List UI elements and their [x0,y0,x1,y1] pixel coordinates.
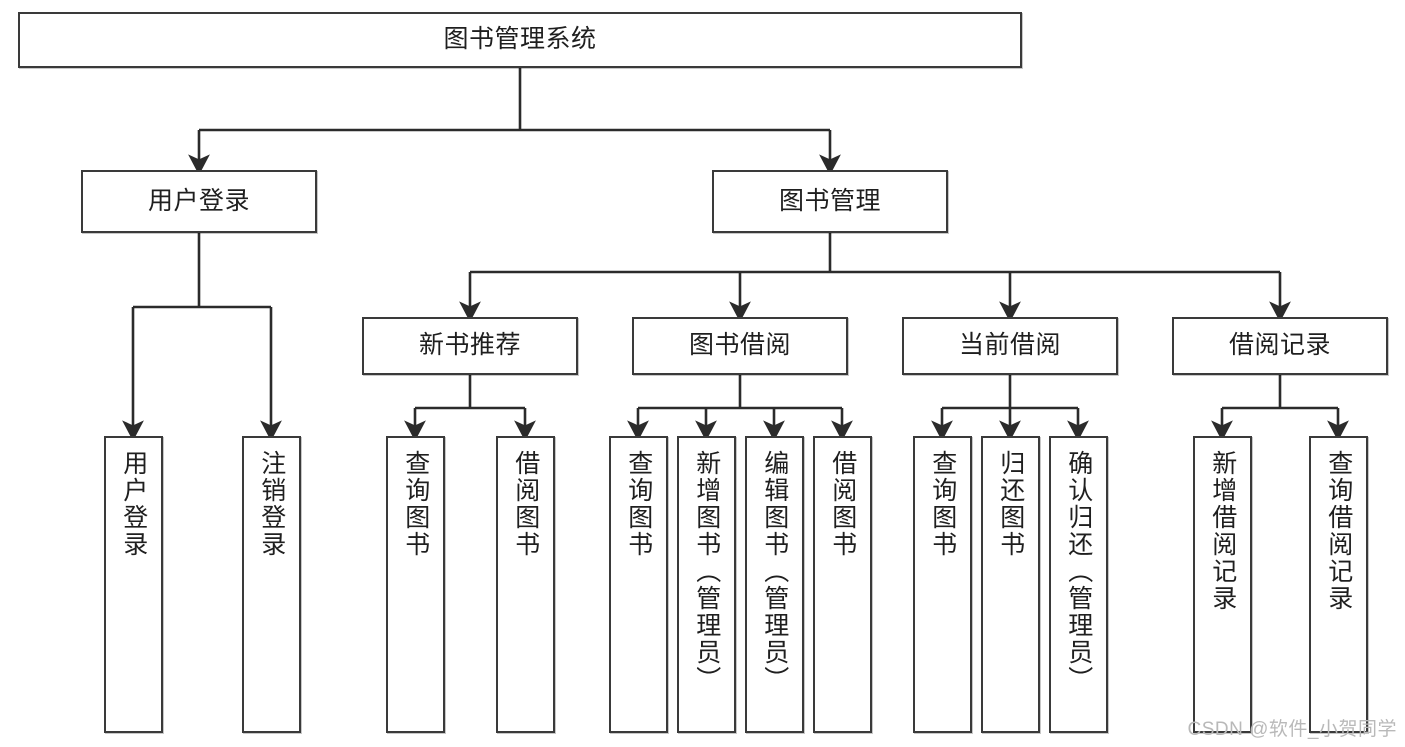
leaf-borrow-book-1-label: 借阅图书 [511,450,540,558]
leaf-add-record-label: 新增借阅记录 [1208,450,1237,612]
node-borrow-record[interactable]: 借阅记录 [1172,317,1388,375]
leaf-user-login[interactable]: 用户登录 [104,436,163,733]
leaf-logout-login[interactable]: 注销登录 [242,436,301,733]
leaf-add-book[interactable]: 新增图书（管理员） [677,436,736,733]
leaf-confirm-return-label: 确认归还（管理员） [1064,450,1093,693]
leaf-query-book-2-label: 查询图书 [624,450,653,558]
node-current-borrow-label: 当前借阅 [958,331,1061,360]
leaf-borrow-book-2[interactable]: 借阅图书 [813,436,872,733]
leaf-edit-book-label: 编辑图书（管理员） [760,450,789,693]
leaf-logout-login-label: 注销登录 [257,450,286,558]
leaf-confirm-return[interactable]: 确认归还（管理员） [1049,436,1108,733]
leaf-query-book-3[interactable]: 查询图书 [913,436,972,733]
leaf-add-book-label: 新增图书（管理员） [692,450,721,693]
leaf-query-book-3-label: 查询图书 [928,450,957,558]
leaf-borrow-book-1[interactable]: 借阅图书 [496,436,555,733]
leaf-user-login-label: 用户登录 [119,450,148,558]
node-root-label: 图书管理系统 [443,25,597,54]
watermark: CSDN @软件_小贺同学 [1187,719,1397,740]
leaf-return-book[interactable]: 归还图书 [981,436,1040,733]
node-new-book-recommend[interactable]: 新书推荐 [362,317,578,375]
node-book-manage[interactable]: 图书管理 [712,170,948,233]
leaf-borrow-book-2-label: 借阅图书 [828,450,857,558]
node-book-manage-label: 图书管理 [778,186,881,215]
leaf-query-book-2[interactable]: 查询图书 [609,436,668,733]
leaf-query-record-label: 查询借阅记录 [1324,450,1353,612]
node-root[interactable]: 图书管理系统 [18,12,1022,68]
node-new-book-recommend-label: 新书推荐 [418,331,521,360]
node-user-login[interactable]: 用户登录 [81,170,317,233]
node-user-login-label: 用户登录 [147,186,250,215]
leaf-query-book-1-label: 查询图书 [401,450,430,558]
leaf-return-book-label: 归还图书 [996,450,1025,558]
node-borrow-record-label: 借阅记录 [1228,331,1331,360]
leaf-edit-book[interactable]: 编辑图书（管理员） [745,436,804,733]
leaf-query-record[interactable]: 查询借阅记录 [1309,436,1368,733]
node-current-borrow[interactable]: 当前借阅 [902,317,1118,375]
node-book-borrow-label: 图书借阅 [688,331,791,360]
node-book-borrow[interactable]: 图书借阅 [632,317,848,375]
leaf-query-book-1[interactable]: 查询图书 [386,436,445,733]
leaf-add-record[interactable]: 新增借阅记录 [1193,436,1252,733]
